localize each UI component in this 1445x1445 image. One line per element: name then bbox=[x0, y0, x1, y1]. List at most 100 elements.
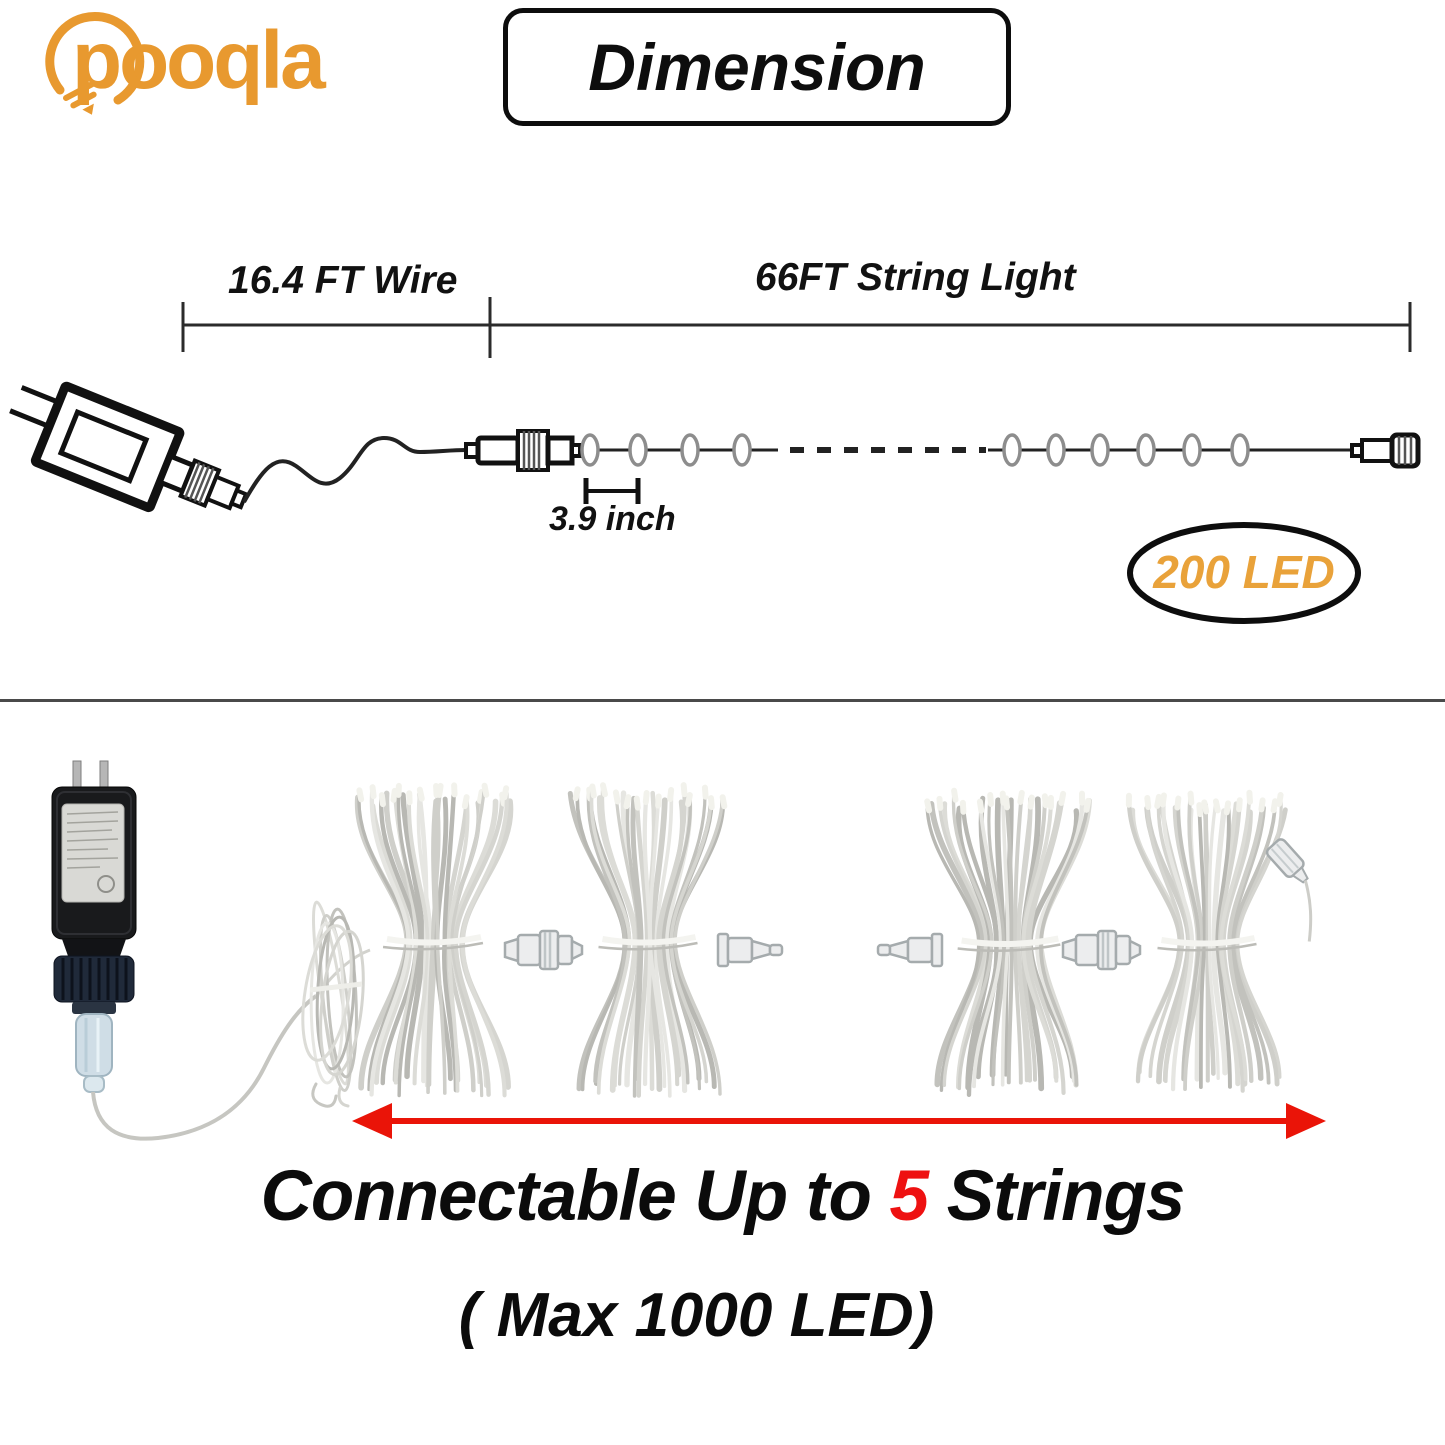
led-bulb-marker bbox=[732, 433, 752, 467]
bulb-tip bbox=[1003, 795, 1011, 811]
certification-mark bbox=[97, 875, 115, 893]
bulb-tip bbox=[976, 798, 985, 814]
led-bulb-marker bbox=[1090, 433, 1110, 467]
bulb-outline bbox=[45, 12, 145, 105]
bulb-tip bbox=[1196, 802, 1204, 818]
end-connector-drawing bbox=[1350, 432, 1421, 469]
string-length-label: 66FT String Light bbox=[755, 256, 1076, 299]
light-string-bundle bbox=[924, 787, 1092, 1098]
coil-loop-end bbox=[337, 1086, 350, 1108]
led-bulb-marker bbox=[680, 433, 700, 467]
coil-loop-end bbox=[311, 1082, 338, 1108]
bulb-tip bbox=[924, 798, 933, 814]
bulb-tip bbox=[633, 795, 641, 811]
bulb-tip bbox=[1270, 798, 1279, 814]
bulb-tip bbox=[701, 784, 709, 800]
bulb-tip bbox=[1027, 794, 1035, 810]
dimension-title-box: Dimension bbox=[503, 8, 1011, 126]
bulb-tip bbox=[999, 790, 1007, 806]
light-string-bundle bbox=[567, 782, 728, 1098]
light-string-bundle bbox=[355, 782, 514, 1098]
bulb-tip bbox=[1174, 795, 1182, 811]
bundle-tie-string bbox=[1157, 942, 1257, 952]
adapter-label-text-lines bbox=[66, 811, 119, 869]
coil-loop bbox=[315, 915, 356, 1071]
lightbulb-logo-icon bbox=[45, 12, 145, 115]
headline-count: 5 bbox=[889, 1157, 929, 1236]
bulb-tip bbox=[719, 794, 728, 810]
bulb-base bbox=[63, 80, 97, 115]
connectable-headline: Connectable Up to 5 Strings bbox=[0, 1156, 1445, 1237]
string-connector-drawing bbox=[464, 429, 582, 472]
bulb-tip bbox=[1144, 795, 1152, 811]
section-title: Dimension bbox=[588, 30, 926, 104]
coil-tie bbox=[309, 981, 363, 993]
coil-loop bbox=[309, 921, 345, 1085]
bulb-tip bbox=[1041, 793, 1049, 809]
measurement-ruler bbox=[181, 297, 1412, 358]
adapter-collar-nut bbox=[53, 955, 135, 1003]
section-divider bbox=[0, 699, 1445, 702]
bulb-spacing-label: 3.9 inch bbox=[549, 500, 676, 538]
bulb-tip bbox=[436, 782, 444, 798]
bundle-tie-string bbox=[382, 941, 484, 951]
bundle-tie bbox=[386, 934, 482, 946]
bulb-tip bbox=[461, 794, 470, 810]
connectable-span-arrow bbox=[352, 1103, 1326, 1139]
bulb-tip bbox=[1223, 800, 1232, 816]
led-count-text: 200 LED bbox=[1153, 546, 1335, 598]
plug-adapter-drawing bbox=[9, 381, 249, 513]
bulb-tip bbox=[1017, 789, 1025, 805]
headline-suffix: Strings bbox=[928, 1157, 1186, 1236]
bulb-tip bbox=[708, 795, 715, 811]
logo-text: pooqla bbox=[72, 15, 326, 106]
bulb-tip bbox=[987, 791, 994, 807]
bulb-tip bbox=[1276, 791, 1284, 807]
bulb-tip bbox=[356, 787, 365, 803]
bundle-tie-string bbox=[957, 943, 1061, 952]
bulb-tip bbox=[1159, 792, 1167, 808]
bulb-tip bbox=[390, 787, 398, 803]
led-bulb-marker bbox=[1046, 433, 1066, 467]
bulb-tip bbox=[685, 792, 693, 808]
bulb-tip bbox=[1246, 789, 1253, 805]
bulb-tip bbox=[416, 786, 425, 802]
spacing-bracket bbox=[583, 478, 641, 504]
bulb-tip bbox=[476, 788, 485, 804]
led-bulb-marker bbox=[628, 433, 648, 467]
joined-string-connector bbox=[503, 929, 584, 971]
bulb-tip bbox=[642, 790, 650, 806]
led-bulb-marker bbox=[1136, 433, 1156, 467]
bulb-tip bbox=[481, 782, 490, 798]
wire-length-label: 16.4 FT Wire bbox=[228, 259, 458, 302]
coil-loop bbox=[325, 907, 358, 1079]
adapter-label bbox=[61, 803, 125, 903]
open-connector-female bbox=[876, 932, 944, 968]
bulb-tip bbox=[1187, 790, 1195, 806]
light-string-bundle bbox=[1125, 789, 1288, 1093]
bundle-tie bbox=[601, 934, 697, 946]
bundle-tie-string bbox=[598, 941, 698, 951]
bulb-tip bbox=[589, 783, 597, 799]
adapter-output-plug bbox=[75, 1013, 113, 1077]
bulb-tip bbox=[667, 786, 675, 802]
bulb-tip bbox=[623, 794, 632, 810]
bulb-tip bbox=[1258, 797, 1266, 813]
end-plug-connector bbox=[1265, 838, 1313, 942]
coil-loop bbox=[319, 929, 365, 1077]
coil-loop bbox=[311, 900, 350, 1086]
open-connector-male bbox=[716, 932, 784, 968]
bulb-tip bbox=[612, 789, 621, 805]
power-adapter-photo bbox=[51, 760, 137, 1093]
bulb-tip bbox=[1212, 798, 1221, 814]
bulb-tip bbox=[369, 784, 377, 800]
led-bulb-marker bbox=[1002, 433, 1022, 467]
bulb-tip bbox=[599, 782, 608, 798]
bulb-tip bbox=[501, 785, 510, 801]
bulb-tip bbox=[1154, 793, 1162, 809]
bulb-tip bbox=[936, 795, 944, 811]
dimension-diagram bbox=[9, 297, 1421, 624]
bulb-tip bbox=[959, 799, 967, 815]
bulb-tip bbox=[951, 787, 959, 803]
